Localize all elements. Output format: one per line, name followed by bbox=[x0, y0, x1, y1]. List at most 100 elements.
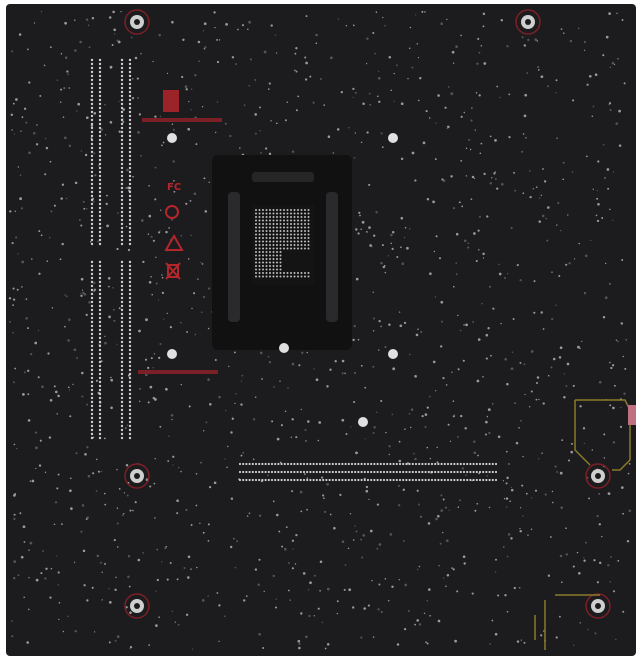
via bbox=[35, 143, 39, 146]
via bbox=[23, 596, 25, 598]
via bbox=[120, 10, 122, 13]
via bbox=[347, 547, 350, 550]
dimm-pin bbox=[90, 316, 94, 320]
dimm-pin bbox=[98, 102, 102, 106]
pcie-pin bbox=[437, 470, 440, 474]
via bbox=[155, 256, 157, 258]
dimm-pin bbox=[128, 344, 132, 348]
via bbox=[372, 330, 375, 332]
pcie-pin bbox=[389, 470, 392, 474]
pcie-pin bbox=[318, 470, 322, 474]
via bbox=[87, 474, 91, 478]
via bbox=[196, 566, 198, 569]
via bbox=[295, 109, 298, 112]
via bbox=[64, 21, 67, 25]
pcie-pin bbox=[306, 478, 309, 482]
via bbox=[620, 322, 624, 325]
dimm-pin bbox=[98, 268, 102, 272]
via bbox=[452, 400, 455, 402]
via bbox=[273, 386, 275, 388]
via bbox=[480, 44, 483, 47]
via bbox=[505, 450, 508, 453]
via bbox=[299, 490, 303, 494]
via bbox=[152, 396, 156, 400]
socket-pin bbox=[269, 247, 271, 250]
via bbox=[547, 574, 551, 577]
via bbox=[185, 88, 188, 91]
dimm-pin bbox=[128, 98, 132, 102]
socket-pin bbox=[262, 219, 264, 222]
via bbox=[33, 22, 36, 24]
socket-pin bbox=[290, 230, 292, 232]
via bbox=[168, 435, 170, 437]
via bbox=[596, 581, 599, 584]
dimm-pin bbox=[128, 428, 132, 432]
pcie-pin bbox=[462, 470, 466, 474]
via bbox=[182, 38, 185, 42]
via bbox=[534, 489, 538, 492]
via bbox=[609, 208, 611, 211]
dimm-pin bbox=[98, 138, 102, 142]
dimm-pin bbox=[90, 432, 94, 436]
via bbox=[607, 187, 610, 190]
mount-hole-ring bbox=[515, 9, 541, 35]
pcb-texture bbox=[8, 10, 632, 650]
dimm-pin bbox=[120, 260, 124, 264]
via bbox=[416, 489, 419, 492]
pcie-pin bbox=[283, 478, 286, 482]
via bbox=[622, 512, 624, 515]
socket-pin bbox=[265, 233, 268, 236]
dimm-pin bbox=[90, 420, 94, 424]
via bbox=[155, 282, 158, 285]
via bbox=[387, 599, 390, 602]
dimm-pin bbox=[90, 234, 94, 238]
pcie-pin bbox=[354, 470, 357, 474]
via bbox=[201, 263, 204, 265]
pcie-pin bbox=[261, 470, 264, 474]
socket-pin bbox=[262, 268, 264, 271]
via bbox=[611, 364, 615, 367]
via bbox=[185, 202, 188, 205]
socket-pin bbox=[304, 237, 306, 239]
pcie-pin bbox=[482, 478, 485, 482]
dimm-pin bbox=[90, 134, 94, 138]
via bbox=[191, 648, 194, 650]
via bbox=[609, 581, 611, 583]
dimm-pin bbox=[128, 432, 132, 436]
via bbox=[107, 277, 111, 280]
via bbox=[354, 132, 356, 134]
via bbox=[214, 358, 217, 362]
pcie-pin bbox=[459, 478, 462, 482]
via bbox=[384, 578, 387, 580]
via bbox=[426, 198, 430, 201]
dimm-pin bbox=[98, 118, 102, 122]
via bbox=[460, 34, 462, 37]
via bbox=[572, 384, 575, 387]
via bbox=[559, 346, 563, 350]
pcie-pin bbox=[322, 478, 325, 482]
via bbox=[72, 383, 74, 386]
via bbox=[313, 574, 316, 577]
via bbox=[318, 421, 322, 424]
dimm-pin bbox=[120, 324, 124, 328]
socket-pin bbox=[258, 275, 261, 278]
via bbox=[355, 530, 358, 533]
via bbox=[81, 504, 85, 507]
dimm-pin bbox=[120, 62, 124, 66]
dimm-pin bbox=[120, 90, 124, 94]
socket-pin bbox=[297, 223, 299, 225]
socket-pin bbox=[297, 216, 299, 218]
socket-pin bbox=[269, 219, 271, 222]
dimm-pin bbox=[120, 364, 124, 368]
socket-pin bbox=[304, 223, 306, 225]
dimm-pin bbox=[120, 198, 124, 202]
dimm-pin bbox=[128, 114, 132, 118]
via bbox=[262, 646, 265, 650]
via bbox=[522, 455, 524, 458]
via bbox=[50, 567, 53, 570]
via bbox=[381, 611, 383, 613]
via bbox=[172, 464, 174, 466]
pcie-pin bbox=[267, 470, 270, 474]
via bbox=[622, 355, 624, 358]
pcie-pin bbox=[373, 478, 376, 482]
